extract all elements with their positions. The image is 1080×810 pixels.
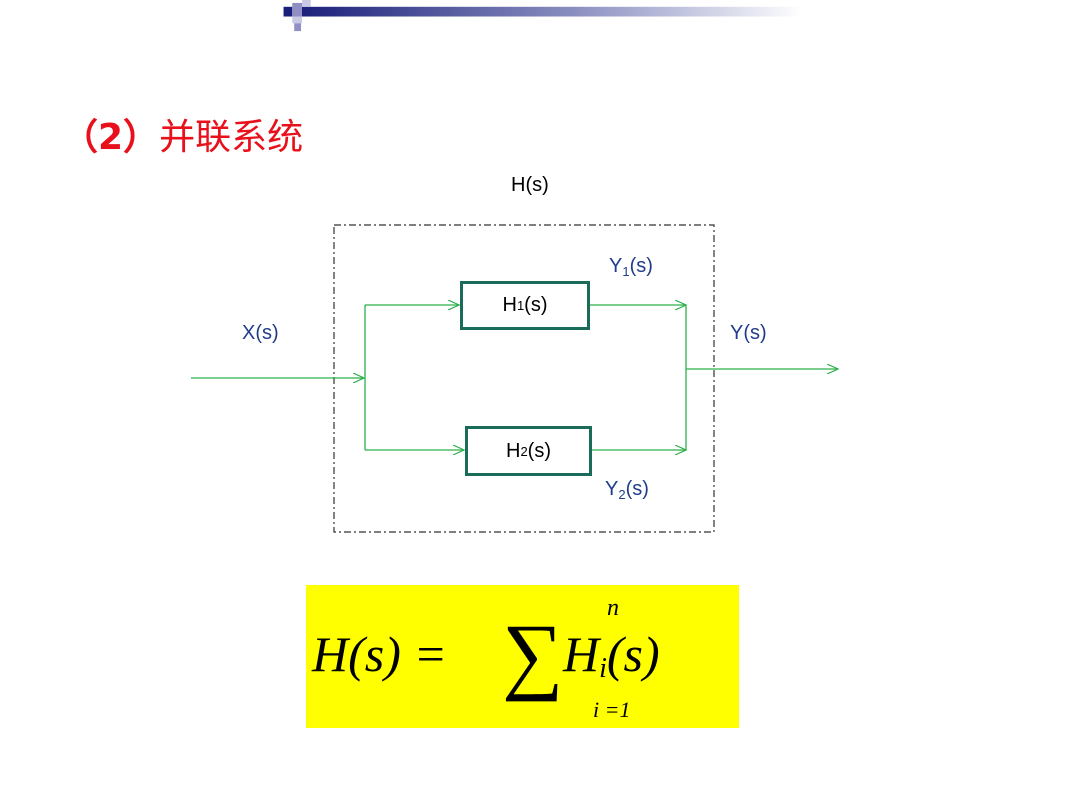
y1-label: Y1(s): [609, 255, 653, 279]
deco-square-1: [283, 6, 293, 17]
deco-square-2: [292, 2, 302, 17]
deco-square-5: [294, 23, 302, 32]
deco-square-3: [302, 0, 311, 7]
system-boundary: [333, 224, 715, 533]
output-label: Y(s): [730, 322, 767, 344]
input-label: X(s): [242, 322, 279, 344]
header-gradient-bar: [283, 0, 803, 32]
formula-box: H(s) = n ∑ Hi(s) i =1: [306, 585, 739, 728]
title-text: 并联系统: [159, 117, 304, 158]
formula-upper-limit: n: [607, 595, 619, 621]
slide-title: （2）并联系统: [62, 108, 303, 160]
deco-square-4: [292, 16, 302, 24]
y2-label: Y2(s): [605, 478, 649, 502]
sum-symbol: ∑: [502, 606, 564, 702]
formula-term: Hi(s): [563, 626, 660, 684]
formula-lower-limit: i =1: [593, 697, 631, 722]
system-label: H(s): [511, 174, 549, 196]
formula-lhs: H(s) =: [312, 626, 448, 682]
header-gradient: [297, 6, 803, 17]
title-number: （2）: [62, 117, 160, 158]
